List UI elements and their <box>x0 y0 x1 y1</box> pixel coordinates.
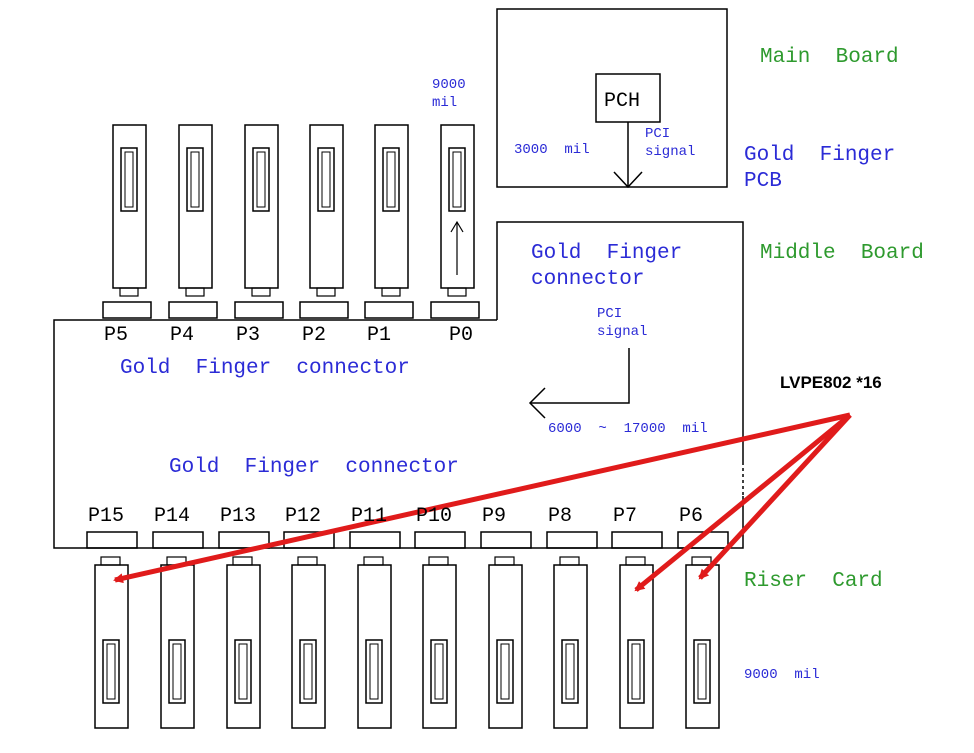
bottom-connector-group <box>86 531 729 549</box>
port-label-p13: P13 <box>220 505 256 528</box>
length-3000-label: 3000 mil <box>514 142 590 158</box>
slot-card-p3 <box>234 124 284 319</box>
pci-signal-top-1: PCI <box>645 126 670 142</box>
slot-card-p0 <box>430 124 480 319</box>
gf-connector-right-2: connector <box>531 268 644 291</box>
port-label-p6: P6 <box>679 505 703 528</box>
pch-label: PCH <box>604 90 640 113</box>
length-range-label: 6000 ~ 17000 mil <box>548 421 708 437</box>
port-label-p15: P15 <box>88 505 124 528</box>
port-label-p9: P9 <box>482 505 506 528</box>
length-9000-bottom: 9000 mil <box>744 667 820 683</box>
pci-signal-arrow-left <box>530 348 630 404</box>
port-label-p11: P11 <box>351 505 387 528</box>
labels: Main Board Gold Finger PCB Middle Board … <box>88 46 924 683</box>
lvpe-label: LVPE802 *16 <box>780 373 882 392</box>
pci-signal-mid-1: PCI <box>597 306 622 322</box>
pci-signal-arrow-down-head <box>613 171 643 189</box>
riser-card-p14 <box>160 556 195 729</box>
length-9000-top-2: mil <box>432 95 457 111</box>
gf-connector-right-1: Gold Finger <box>531 242 682 265</box>
port-label-p3: P3 <box>236 324 260 347</box>
top-slot-group <box>102 124 480 319</box>
pci-signal-arrow-left-head <box>528 387 546 419</box>
port-label-p14: P14 <box>154 505 190 528</box>
riser-card-p10 <box>422 556 457 729</box>
lvpe-arrow-p6 <box>698 413 852 580</box>
port-label-p12: P12 <box>285 505 321 528</box>
pci-signal-mid-2: signal <box>597 324 647 340</box>
slot-card-p5 <box>102 124 152 319</box>
lvpe-arrow-p15 <box>113 412 851 584</box>
middle-board-outline <box>496 221 744 462</box>
port-label-p0: P0 <box>449 324 473 347</box>
slot-card-p4 <box>168 124 218 319</box>
riser-card-p12 <box>291 556 326 729</box>
port-label-p1: P1 <box>367 324 391 347</box>
port-label-p5: P5 <box>104 324 128 347</box>
main-board-label: Main Board <box>760 46 899 69</box>
riser-card-p9 <box>488 556 523 729</box>
port-label-p8: P8 <box>548 505 572 528</box>
lvpe-arrows <box>113 412 852 592</box>
riser-card-p6 <box>685 556 720 729</box>
riser-card-p8 <box>553 556 588 729</box>
slot-card-p2 <box>299 124 349 319</box>
gf-connector-upper: Gold Finger connector <box>120 357 410 380</box>
riser-card-label: Riser Card <box>744 570 883 593</box>
port-label-p10: P10 <box>416 505 452 528</box>
middle-board-label: Middle Board <box>760 242 924 265</box>
gold-finger-pcb-label-1: Gold Finger <box>744 144 895 167</box>
port-label-p2: P2 <box>302 324 326 347</box>
slot-card-p1 <box>364 124 414 319</box>
riser-card-p11 <box>357 556 392 729</box>
gf-connector-lower: Gold Finger connector <box>169 456 459 479</box>
port-label-p4: P4 <box>170 324 194 347</box>
riser-card-p15 <box>94 556 129 729</box>
gold-finger-pcb-label-2: PCB <box>744 170 782 193</box>
riser-card-p13 <box>226 556 261 729</box>
main-board-box <box>496 8 728 188</box>
pci-signal-top-2: signal <box>645 144 695 160</box>
p0-length-arrow-head <box>450 220 464 233</box>
lvpe-arrow-p7 <box>634 413 852 592</box>
length-9000-top-1: 9000 <box>432 77 466 93</box>
port-label-p7: P7 <box>613 505 637 528</box>
riser-card-group <box>94 556 720 729</box>
riser-card-p7 <box>619 556 654 729</box>
